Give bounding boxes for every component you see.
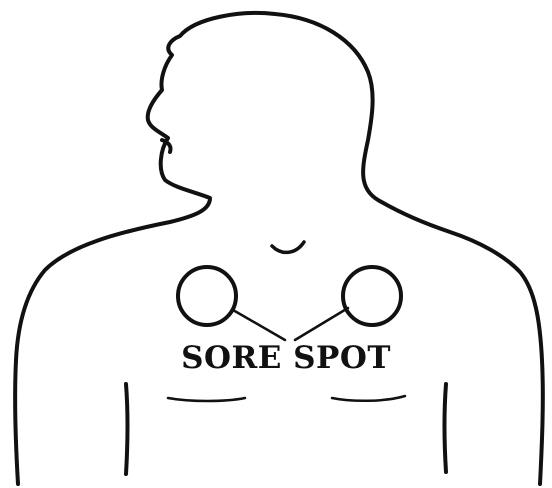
collarbone-notch <box>272 242 304 252</box>
left-arm-line <box>126 384 128 474</box>
left-pointer-line <box>233 310 285 340</box>
right-pointer-line <box>295 308 348 340</box>
left-chest-line <box>168 398 245 401</box>
right-chest-line <box>332 396 405 401</box>
right-arm-line <box>445 384 447 472</box>
right-sore-spot-circle <box>343 267 401 325</box>
sore-spot-label: SORE SPOT <box>0 338 552 378</box>
body-outline <box>15 13 543 484</box>
left-sore-spot-circle <box>178 267 236 325</box>
